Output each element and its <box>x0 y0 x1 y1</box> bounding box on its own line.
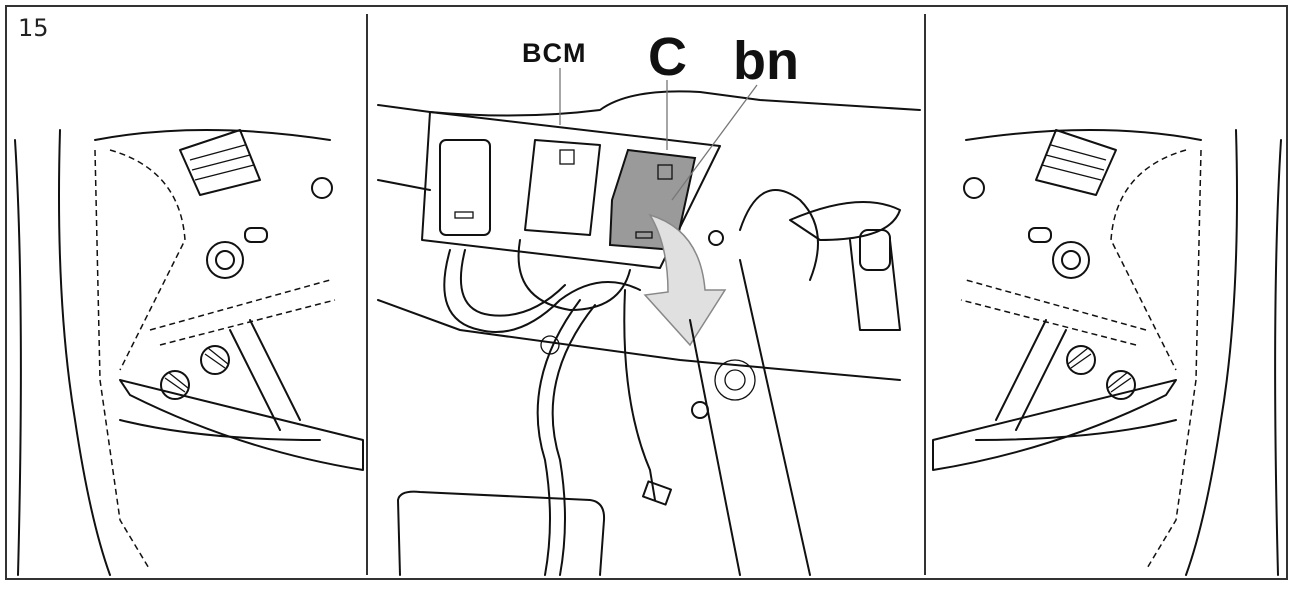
highlighted-connector <box>608 148 697 252</box>
bn-leader-line <box>671 84 758 201</box>
bcm-label: BCM <box>522 38 587 68</box>
wire-color-label: bn <box>733 31 799 91</box>
center-bcm-view <box>377 90 921 576</box>
left-footwell-view <box>14 129 364 576</box>
bcm-outline-box <box>421 111 721 269</box>
step-number: 15 <box>18 14 49 42</box>
connector-c-label: C <box>648 27 687 87</box>
illustration-frame <box>5 5 1288 580</box>
removal-arrow-icon <box>643 213 727 347</box>
right-footwell-view <box>932 129 1282 576</box>
